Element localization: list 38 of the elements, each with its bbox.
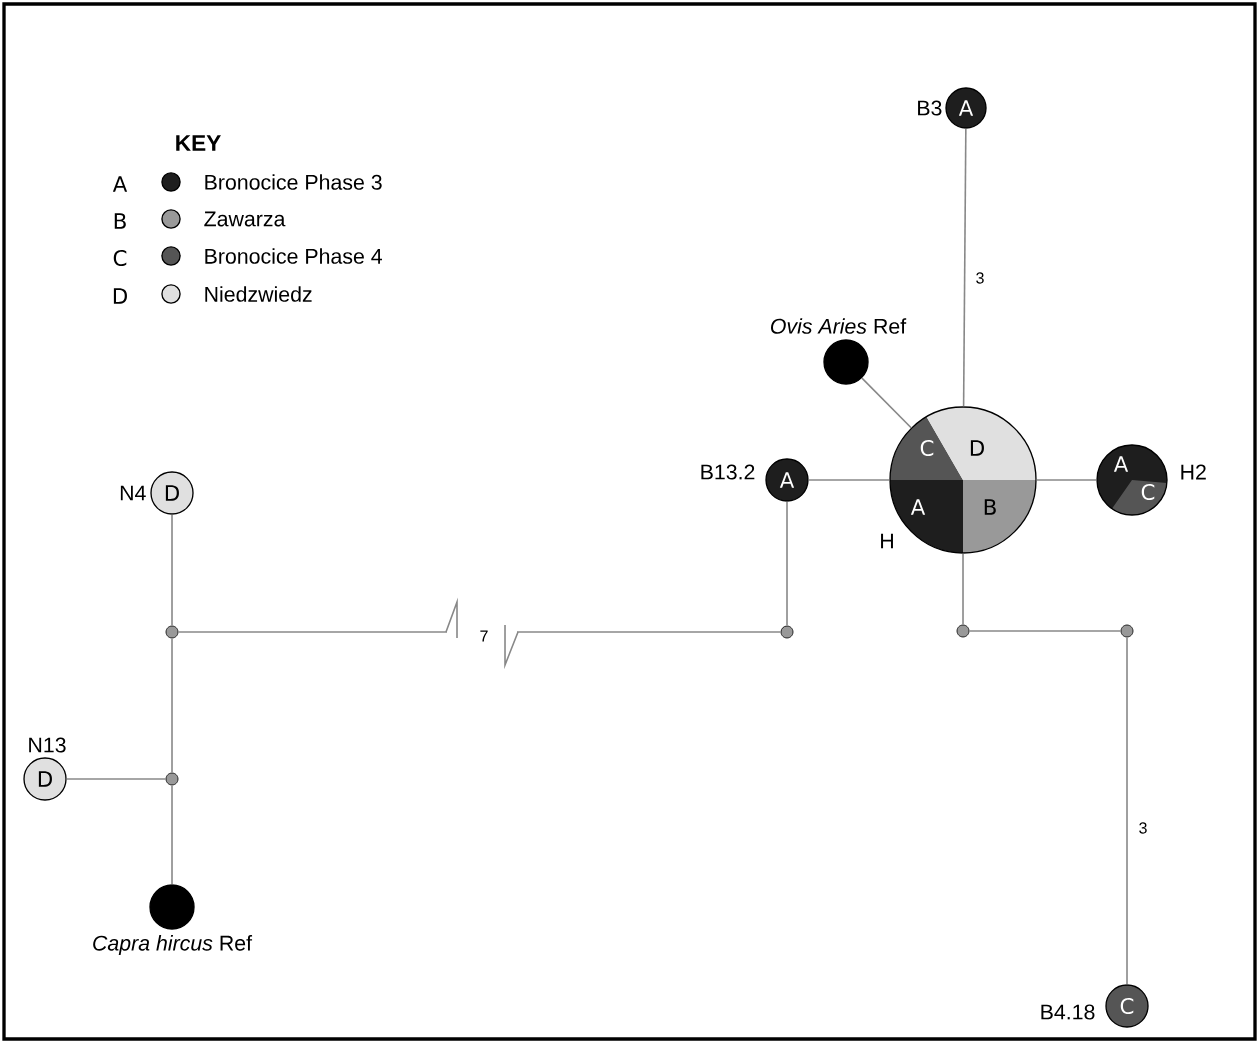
connector-line [177, 631, 782, 633]
connector-line [171, 784, 173, 886]
node-label: B3 [918, 100, 942, 116]
node-label: B4.18 [1041, 1004, 1095, 1020]
legend-letter: A [112, 176, 128, 192]
haplotype-pie: A C [1096, 444, 1168, 516]
node-label: D [970, 440, 984, 456]
connector-line [65, 778, 167, 780]
node-label: H2 [1181, 464, 1206, 480]
legend-label: Zawarza [204, 211, 286, 227]
legend-label: Niedzwiedz [205, 286, 312, 302]
node-label: N4 [120, 485, 146, 501]
connector-line [861, 377, 912, 429]
connector-line [171, 513, 173, 627]
legend-letter: B [114, 213, 126, 229]
node-label: N13 [29, 737, 66, 753]
legend-letter: D [113, 288, 127, 304]
node-label: B13.2 [701, 464, 755, 480]
connector-line [171, 637, 173, 774]
legend-label: Bronocice Phase 4 [205, 248, 382, 264]
edge-label: 3 [974, 271, 986, 285]
legend-label: Bronocice Phase 3 [205, 174, 382, 190]
node-label: Capra hircus Ref [93, 935, 253, 955]
connector-line [807, 479, 891, 481]
connector-line [1126, 636, 1128, 986]
node-label: B [984, 499, 996, 515]
connector-line [1035, 479, 1098, 481]
edge-label: 7 [478, 629, 490, 643]
node-label: A [910, 499, 926, 515]
edge-label: 3 [1137, 821, 1149, 835]
connector-line [962, 552, 964, 626]
legend-letter: C [113, 249, 127, 267]
node-label: Ovis Aries Ref [771, 318, 907, 334]
connector-line [968, 630, 1122, 632]
legend-title: KEY [176, 135, 221, 151]
connector-line [962, 127, 967, 408]
node-label: C [920, 439, 934, 457]
connector-line [786, 500, 788, 627]
